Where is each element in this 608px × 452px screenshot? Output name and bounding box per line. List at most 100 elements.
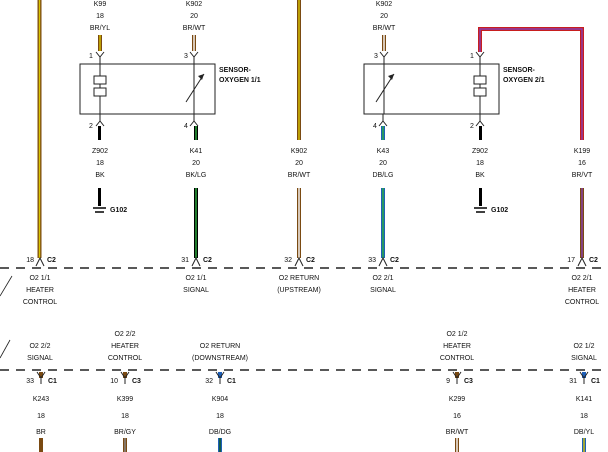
ground-g102-2: G102 [474,207,508,214]
svg-text:C2: C2 [306,257,315,264]
wire-k902-top-1 [192,35,196,51]
svg-text:(DOWNSTREAM): (DOWNSTREAM) [192,355,248,362]
wire-gauge: 20 [380,13,388,20]
svg-text:DB/LG: DB/LG [372,172,393,179]
svg-text:Z902: Z902 [92,148,108,155]
svg-text:16: 16 [453,413,461,420]
mid-wire-label-k199: K199 16 BR/VT [569,141,597,183]
svg-text:BK: BK [95,172,105,179]
sensor-name: SENSOR- [219,67,252,74]
connector-terminal-icon [95,51,105,64]
pin-number: 2 [89,123,93,130]
svg-text:31: 31 [181,257,189,264]
svg-text:C2: C2 [589,257,598,264]
connector-terminal-icon [189,51,199,64]
pin-number: 2 [470,123,474,130]
heater-element-icon [93,64,107,114]
mid-wire-label-k902: K902 20 BR/WT [285,141,313,183]
wire-circuit: K902 [186,1,202,8]
wire-o2-1-1-heater [37,0,42,258]
connector-terminal-icon [475,51,485,64]
svg-text:O2 2/2: O2 2/2 [114,331,135,338]
svg-text:K199: K199 [574,148,590,155]
svg-text:SIGNAL: SIGNAL [370,287,396,294]
wire-k99-top [98,35,102,51]
svg-text:33: 33 [368,257,376,264]
svg-text:K43: K43 [377,148,390,155]
variable-resistor-icon [185,64,205,114]
svg-text:O2 1/2: O2 1/2 [446,331,467,338]
mid-wire-label-z902-1: Z902 18 BK [88,141,112,183]
wire-k902-return [297,0,301,258]
svg-text:DB/DG: DB/DG [209,429,231,436]
svg-text:32: 32 [284,257,292,264]
pin-number: 3 [374,53,378,60]
connector-terminal-icon [379,51,389,64]
wire-circuit: K902 [376,1,392,8]
svg-text:Z902: Z902 [472,148,488,155]
wire-k399 [123,438,127,452]
connector-pin-9-c3: O2 1/2 HEATER CONTROL 9 C3 K299 16 BR/WT [440,331,474,436]
sensor-name: OXYGEN 1/1 [219,77,261,84]
svg-text:C1: C1 [48,378,57,385]
svg-text:C1: C1 [227,378,236,385]
svg-text:CONTROL: CONTROL [565,299,599,306]
mid-wire-label-z902-2: Z902 18 BK [468,141,492,183]
svg-text:32: 32 [205,378,213,385]
connector-terminal-icon [475,114,485,127]
svg-text:SIGNAL: SIGNAL [183,287,209,294]
svg-text:18: 18 [216,413,224,420]
svg-text:16: 16 [578,160,586,167]
svg-text:20: 20 [379,160,387,167]
ground-g102-1: G102 [93,207,127,214]
svg-text:O2 RETURN: O2 RETURN [200,343,240,350]
svg-text:17: 17 [567,257,575,264]
svg-text:33: 33 [26,378,34,385]
svg-text:BR/VT: BR/VT [572,172,593,179]
svg-text:C2: C2 [203,257,212,264]
wire-k243 [39,438,43,452]
svg-text:CONTROL: CONTROL [440,355,474,362]
connector-pin-32: 32 C2 O2 RETURN (UPSTREAM) [277,256,321,294]
svg-text:BR/WT: BR/WT [288,172,311,179]
connector-pin-10-c3: O2 2/2 HEATER CONTROL 10 C3 K399 18 BR/G… [108,331,142,436]
pin-number: 1 [470,53,474,60]
pcm-boundary-slash [0,275,13,297]
variable-resistor-icon [375,64,395,114]
wire-k43 [381,126,385,258]
wire-color: BR/WT [373,25,396,32]
wire-color: BR/WT [183,25,206,32]
svg-text:18: 18 [37,413,45,420]
connector-pin-17: 17 C2 O2 2/1 HEATER CONTROL [565,256,599,306]
svg-text:K41: K41 [190,148,203,155]
stub-k299 [455,372,459,378]
pin-number: 1 [89,53,93,60]
svg-text:K299: K299 [449,396,465,403]
wire-k141 [582,438,586,452]
wire-z902-2-lower [479,188,482,206]
svg-text:BR: BR [36,429,46,436]
ground-label: G102 [491,207,508,214]
svg-text:HEATER: HEATER [26,287,54,294]
svg-text:O2 1/1: O2 1/1 [29,275,50,282]
sensor-oxygen-2-1: 3 1 SENSOR- OXYGEN 2/1 4 2 [363,51,545,130]
sensor-name: OXYGEN 2/1 [503,77,545,84]
svg-text:K399: K399 [117,396,133,403]
connector-pin-31-c1: O2 1/2 SIGNAL 31 C1 K141 18 DB/YL [569,343,600,436]
svg-text:O2 2/2: O2 2/2 [29,343,50,350]
svg-text:CONTROL: CONTROL [23,299,57,306]
svg-text:BR/GY: BR/GY [114,429,136,436]
connector-terminal-icon [189,114,199,127]
connector-pin-32-c1: O2 RETURN (DOWNSTREAM) 32 C1 K904 18 DB/… [192,343,248,436]
svg-text:K904: K904 [212,396,228,403]
connector-terminal-icon [378,114,388,127]
wire-z902-2 [479,126,482,140]
sensor-oxygen-1-1: 1 3 SENSOR- OXYGEN 1/1 2 [79,51,261,130]
svg-text:(UPSTREAM): (UPSTREAM) [277,287,321,294]
connector-pin-31: 31 C2 O2 1/1 SIGNAL [181,256,212,294]
wire-k902-top-2 [382,35,386,51]
svg-text:HEATER: HEATER [111,343,139,350]
ground-icon [474,207,487,213]
wire-color: BR/YL [90,25,110,32]
stub-k243 [39,372,43,378]
